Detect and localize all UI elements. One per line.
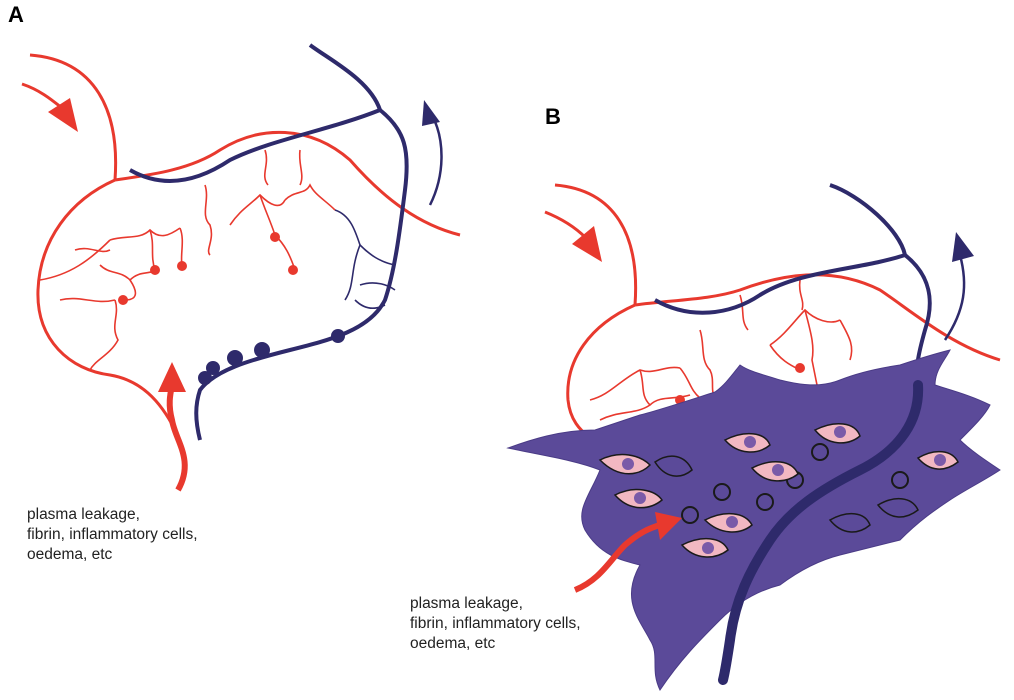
panel-a-arteriole-inlet (29, 53, 118, 181)
panel-a-caption-line: fibrin, inflammatory cells, (27, 526, 198, 543)
panel-a-inflow-arrowhead (48, 98, 78, 132)
panel-a-venule-outer (194, 108, 409, 441)
panel-a-caption: plasma leakage, fibrin, inflammatory cel… (27, 505, 198, 565)
panel-b-caption: plasma leakage, fibrin, inflammatory cel… (410, 594, 581, 654)
panel-b-caption-line: oedema, etc (410, 635, 496, 652)
panel-a-capillary-end-dots (118, 232, 298, 305)
panel-a-arteriole-outer (36, 178, 177, 431)
panel-b-diagram (506, 183, 1001, 691)
panel-b-inflammatory-cells (598, 423, 959, 558)
panel-a-outflow-arrowhead (422, 100, 440, 126)
panel-a-capillary-network (39, 149, 336, 371)
panel-a-outflow-arrow-shaft (428, 114, 443, 206)
panel-b-arteriole-inlet (554, 183, 638, 306)
panel-a-arteriole-loop (114, 130, 461, 237)
panel-b-venule-through-exudate (718, 380, 924, 685)
panel-a-caption-line: plasma leakage, (27, 506, 140, 523)
panel-b-leakage-arrow-shaft (573, 522, 661, 593)
panel-b-label: B (545, 104, 561, 129)
panel-a-diagram (21, 43, 461, 492)
panel-b-inflammatory-exudate (506, 349, 1001, 691)
panel-a-leakage-arrow-shaft (166, 384, 188, 492)
panel-b-leakage-arrowhead (655, 512, 682, 540)
panel-b-venule-loop (654, 183, 908, 315)
panel-a-adherent-leukocytes (198, 329, 345, 385)
panel-a-inflow-arrow-shaft (21, 82, 63, 110)
panel-b-caption-line: fibrin, inflammatory cells, (410, 615, 581, 632)
panel-b-arteriole-loop (634, 273, 1001, 362)
panel-a-venous-capillaries (334, 209, 396, 310)
panel-b-outflow-arrow-shaft (943, 254, 966, 341)
panel-a-caption-line: oedema, etc (27, 546, 113, 563)
panel-a-label: A (8, 2, 24, 27)
panel-b-inflow-arrowhead (572, 226, 602, 262)
panel-b-inflow-arrow-shaft (544, 210, 588, 240)
panel-b-outflow-arrowhead (952, 232, 974, 262)
panel-a-leakage-arrowhead (158, 362, 186, 392)
panel-b-caption-line: plasma leakage, (410, 595, 523, 612)
panel-a-venule-loop (129, 43, 383, 183)
panel-b-arteriole-outer (566, 303, 636, 440)
